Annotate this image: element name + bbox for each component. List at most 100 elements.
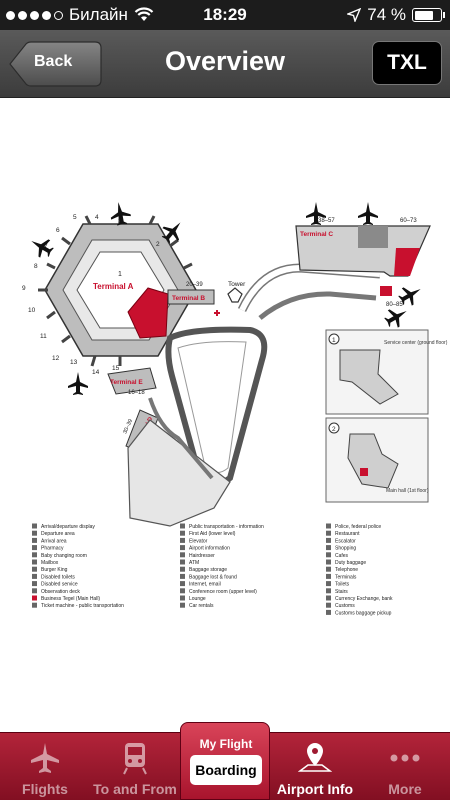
legend-swatch [180, 530, 185, 536]
gate-stub [148, 215, 156, 225]
airplane-icon [31, 239, 54, 258]
legend-swatch [180, 573, 185, 579]
train-icon [123, 743, 147, 775]
gate-13-label: 13 [70, 359, 78, 366]
legend-swatch [180, 595, 185, 601]
legend-swatch [326, 559, 331, 565]
terminal-e-label: Terminal E [110, 379, 143, 386]
tab-airport-info[interactable]: Airport Info [270, 733, 360, 800]
gate-range-d: 30–39 [122, 418, 134, 434]
airplane-icon [398, 287, 421, 306]
legend-swatch [180, 581, 185, 587]
terminal-c2-red [394, 248, 420, 276]
gate-stub [46, 310, 56, 320]
parking-garage [127, 419, 231, 527]
gate-stub [46, 262, 56, 270]
legend-swatch [326, 530, 331, 536]
legend-item: Customs [335, 603, 355, 609]
legend-swatch [32, 523, 37, 529]
airplane-icon [161, 222, 181, 244]
airplane-icon [110, 202, 131, 226]
legend-swatch [32, 559, 37, 565]
legend-item: Burger King [41, 567, 68, 573]
legend-item: Terminals [335, 574, 357, 580]
gate-12-label: 12 [52, 355, 60, 362]
signal-dot-empty [54, 10, 63, 20]
airport-code-button[interactable]: TXL [372, 41, 442, 85]
gate-6-label: 6 [56, 227, 60, 234]
tab-to-and-from[interactable]: To and From [90, 733, 180, 800]
legend-item: Public transportation - information [189, 524, 264, 530]
legend-swatch [32, 588, 37, 594]
airport-map-drawing: Terminal A 1 2 3 4 [22, 202, 448, 616]
legend-item: First Aid (lower level) [189, 531, 236, 537]
legend-item: Disabled service [41, 582, 78, 588]
legend-item: Mailbox [41, 560, 59, 566]
legend-swatch [326, 581, 331, 587]
road-to-c-2 [258, 291, 377, 320]
tab-more[interactable]: More [360, 733, 450, 800]
legend-swatch [180, 545, 185, 551]
airplane-icon [358, 202, 378, 225]
airplane-icon [31, 743, 59, 773]
legend-swatch [32, 581, 37, 587]
terminal-b-label: Terminal B [172, 295, 205, 302]
gate-stub [61, 236, 71, 246]
inset-1-number: 1 [332, 337, 336, 344]
legend-item: Observation deck [41, 589, 80, 595]
terminal-c-label: Terminal C [300, 231, 333, 238]
gate-10-label: 10 [28, 307, 36, 314]
business-tegel-main-hall [127, 287, 169, 339]
legend-swatch [326, 609, 331, 615]
legend-swatch [180, 566, 185, 572]
legend-item: Telephone [335, 567, 358, 573]
legend-swatch [326, 602, 331, 608]
legend-swatch [326, 595, 331, 601]
legend-swatch [32, 545, 37, 551]
legend-item: Police, federal police [335, 524, 381, 530]
legend-item: Escalator [335, 538, 356, 544]
gate-stub [90, 355, 97, 367]
tab-my-flight-label: My Flight [199, 737, 253, 751]
legend-swatch [32, 602, 37, 608]
legend-item: Restaurant [335, 531, 360, 537]
legend-item: Arrival area [41, 538, 67, 544]
gate-15-label: 15 [112, 365, 120, 372]
back-button[interactable]: Back [8, 41, 102, 87]
gate-9-label: 9 [22, 285, 26, 292]
tab-flights[interactable]: Flights [0, 733, 90, 800]
legend-item: Elevator [189, 538, 208, 544]
carrier-name: Билайн [69, 5, 128, 24]
map-pin-icon [298, 743, 332, 772]
tab-to-and-from-label: To and From [93, 781, 177, 797]
signal-dot [30, 10, 39, 20]
legend-swatch [180, 559, 185, 565]
gate-4-label: 4 [95, 214, 99, 221]
inset-2-marker [328, 422, 340, 434]
signal-dot [6, 10, 15, 20]
boarding-pass-badge: Boarding [190, 755, 262, 785]
tab-flights-label: Flights [22, 781, 68, 797]
terminal-a-label: Terminal A [93, 282, 134, 291]
legend-swatch [180, 523, 185, 529]
legend-item: Currency Exchange, bank [335, 596, 393, 602]
legend-item: Car rentals [189, 603, 214, 609]
legend-item: Departure area [41, 531, 75, 537]
more-dots-icon [390, 754, 420, 762]
legend-swatch [326, 552, 331, 558]
tab-more-label: More [388, 781, 422, 797]
gate-stub [169, 238, 179, 248]
back-button-shape [9, 41, 102, 87]
legend-swatch [326, 545, 331, 551]
tab-my-flight[interactable]: My Flight Boarding [180, 722, 270, 800]
legend-item: Stairs [335, 589, 348, 595]
airplane-icon [384, 309, 407, 328]
legend-swatch [32, 552, 37, 558]
airport-map[interactable]: Terminal A 1 2 3 4 [0, 98, 450, 724]
gate-7-label: 7 [44, 243, 48, 250]
road-south [148, 397, 214, 480]
gate-range-c3: 80–85 [386, 302, 403, 308]
terminal-c-block [358, 226, 388, 248]
first-aid-icon [214, 310, 220, 316]
gate-range-c2: 60–73 [400, 218, 417, 224]
